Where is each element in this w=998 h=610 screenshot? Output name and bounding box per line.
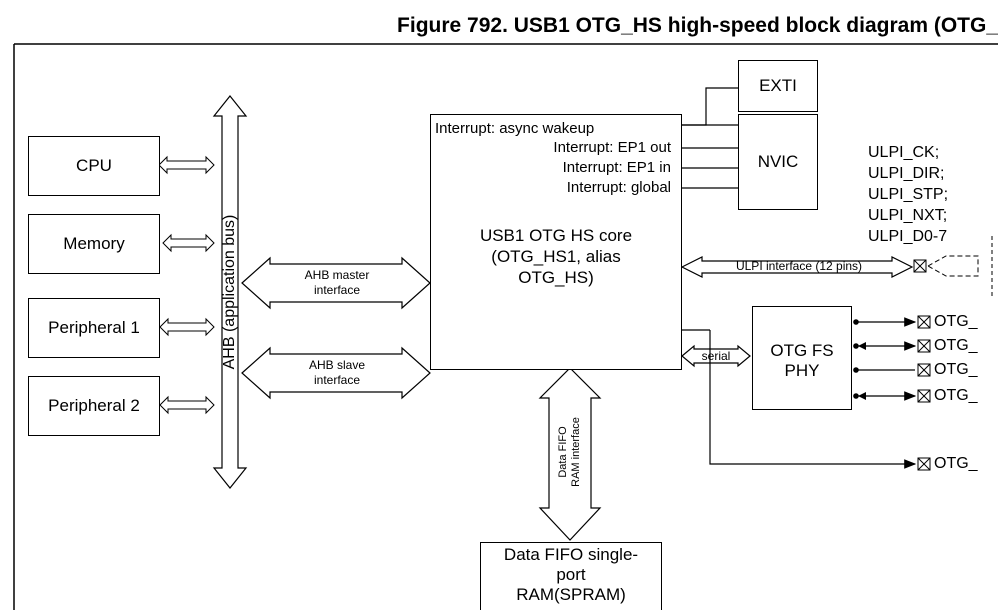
ulpi-signal-list: ULPI_CK; ULPI_DIR; ULPI_STP; ULPI_NXT; U… [868, 142, 948, 247]
memory-bus-arrow [162, 233, 215, 253]
core-label: USB1 OTG HS core (OTG_HS1, alias OTG_HS) [479, 226, 633, 287]
ahb-slave-arrow [241, 346, 431, 400]
serial-label: serial [701, 349, 731, 363]
otg-fs-phy-block: OTG FS PHY [752, 306, 852, 410]
interrupt-async-wakeup: Interrupt: async wakeup [435, 120, 595, 137]
interrupt-ep1-out: Interrupt: EP1 out [553, 139, 671, 156]
spram-label: Data FIFO single- port RAM(SPRAM) [503, 545, 639, 604]
nvic-label: NVIC [757, 152, 799, 171]
otg-pin-label: OTG_ [934, 387, 978, 404]
ulpi-signal: ULPI_NXT; [868, 207, 948, 224]
usb-otg-hs-core-block: Interrupt: async wakeup Interrupt: EP1 o… [430, 114, 682, 370]
otg-pin-label: OTG_ [934, 313, 978, 330]
memory-label: Memory [63, 234, 125, 253]
peripheral1-label: Peripheral 1 [48, 318, 140, 337]
fifo-ram-arrow [538, 367, 602, 541]
fifo-ram-interface-label: Data FIFO RAM interface [557, 417, 582, 487]
interrupt-global: Interrupt: global [566, 179, 671, 196]
ahb-slave-label: AHB slave interface [308, 358, 366, 387]
ahb-bus-label: AHB (application bus) [221, 214, 238, 370]
ahb-bus-arrow [212, 95, 248, 489]
peripheral1-block: Peripheral 1 [28, 298, 160, 358]
ulpi-arrow [680, 256, 914, 278]
ulpi-signal: ULPI_CK; [868, 144, 940, 161]
interrupt-ep1-in: Interrupt: EP1 in [562, 159, 671, 176]
nvic-block: NVIC [738, 114, 818, 210]
ulpi-signal: ULPI_STP; [868, 186, 949, 203]
cpu-block: CPU [28, 136, 160, 196]
spram-block: Data FIFO single- port RAM(SPRAM) [480, 542, 662, 610]
exti-block: EXTI [738, 60, 818, 112]
figure-title: Figure 792. USB1 OTG_HS high-speed block… [397, 14, 998, 37]
interrupt-list: Interrupt: async wakeup [435, 119, 594, 138]
serial-arrow [681, 344, 751, 368]
otg-pin-label: OTG_ [934, 455, 978, 472]
ahb-master-label: AHB master interface [304, 268, 370, 297]
otg-fs-phy-label: OTG FS PHY [770, 341, 834, 380]
peripheral2-block: Peripheral 2 [28, 376, 160, 436]
cpu-label: CPU [76, 156, 112, 175]
peripheral1-bus-arrow [159, 317, 215, 337]
peripheral2-bus-arrow [159, 395, 215, 415]
peripheral2-label: Peripheral 2 [48, 396, 140, 415]
ulpi-signal: ULPI_D0-7 [868, 228, 948, 245]
exti-label: EXTI [759, 76, 797, 95]
otg-pin-label: OTG_ [934, 361, 978, 378]
cpu-bus-arrow [158, 155, 215, 175]
ulpi-signal: ULPI_DIR; [868, 165, 945, 182]
memory-block: Memory [28, 214, 160, 274]
otg-pin-label: OTG_ [934, 337, 978, 354]
ulpi-interface-label: ULPI interface (12 pins) [735, 259, 863, 273]
